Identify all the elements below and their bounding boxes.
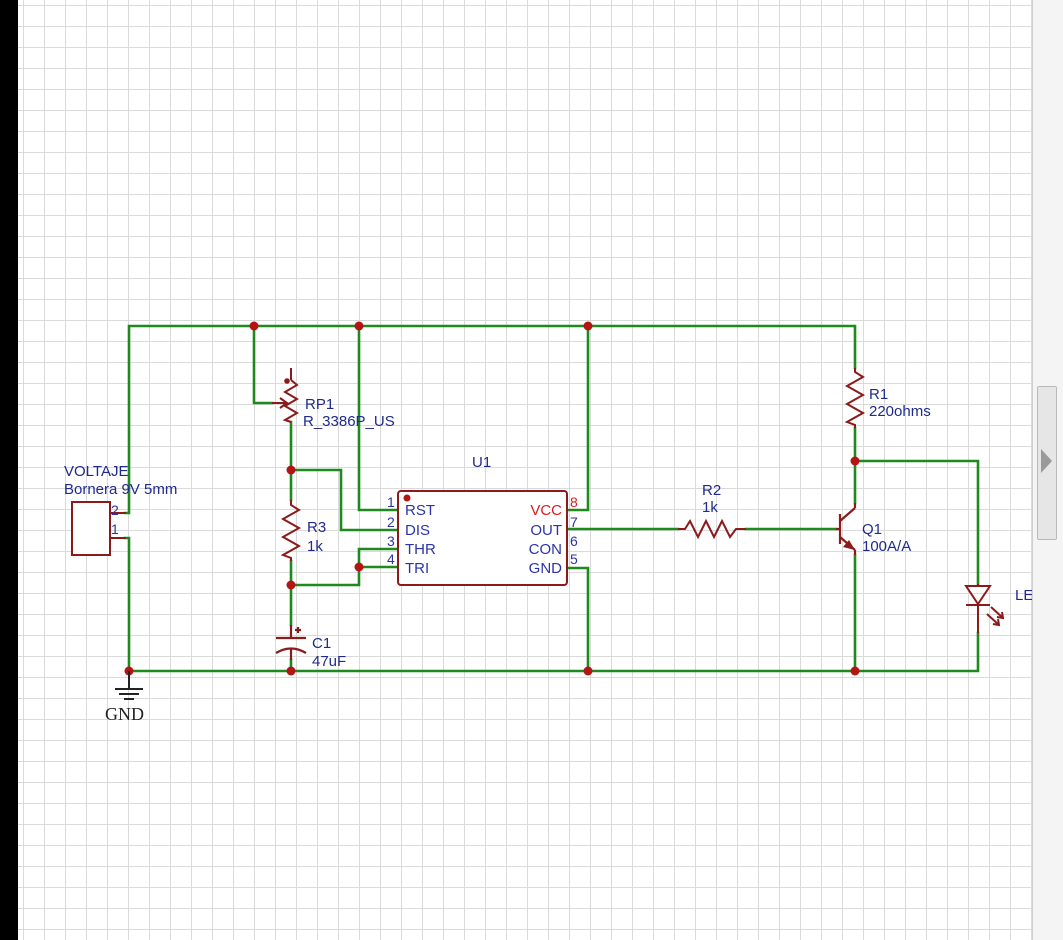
rp1-value: R_3386P_US bbox=[303, 413, 395, 430]
junction-dot bbox=[249, 321, 259, 331]
wires bbox=[123, 324, 980, 673]
j1-value: Bornera 9V 5mm bbox=[64, 481, 177, 498]
junction-dot bbox=[286, 666, 296, 676]
schematic-canvas[interactable] bbox=[18, 0, 1032, 940]
j1-pin-2: 2 bbox=[111, 502, 119, 518]
junction-dot bbox=[286, 465, 296, 475]
resistor-r1[interactable] bbox=[844, 368, 866, 428]
u1-pin-name: GND bbox=[529, 560, 563, 577]
r1-ref: R1 bbox=[869, 386, 888, 403]
ic-u1[interactable] bbox=[397, 490, 568, 586]
wire-rst bbox=[357, 324, 400, 512]
u1-pin-name: TRI bbox=[405, 560, 429, 577]
junctions bbox=[124, 321, 860, 676]
u1-pin-name: OUT bbox=[530, 522, 562, 539]
capacitor-c1[interactable] bbox=[275, 625, 307, 660]
u1-pin1-marker bbox=[403, 494, 411, 502]
r1-value: 220ohms bbox=[869, 403, 931, 420]
wire-dis bbox=[289, 468, 400, 532]
u1-pin-num: 5 bbox=[570, 551, 578, 567]
r2-value: 1k bbox=[702, 499, 718, 516]
potentiometer-rp1[interactable] bbox=[272, 368, 299, 423]
c1-value: 47uF bbox=[312, 653, 346, 670]
junction-dot bbox=[286, 580, 296, 590]
panel-toggle-button[interactable] bbox=[1037, 386, 1057, 540]
r3-value: 1k bbox=[307, 538, 323, 555]
c1-ref: C1 bbox=[312, 635, 331, 652]
j1-pin-1: 1 bbox=[111, 521, 119, 537]
u1-pin-num: 6 bbox=[570, 533, 578, 549]
u1-pin-num: 4 bbox=[387, 551, 395, 567]
rp1-ref: RP1 bbox=[305, 396, 334, 413]
q1-ref: Q1 bbox=[862, 521, 882, 538]
wire-vcc-pin bbox=[565, 324, 590, 512]
u1-pin-name: DIS bbox=[405, 522, 430, 539]
junction-dot bbox=[583, 321, 593, 331]
u1-pin-name: THR bbox=[405, 541, 436, 558]
schematic-drawing: VOLTAJE Bornera 9V 5mm 2 1 RP1 R_3386P_U… bbox=[64, 321, 1032, 724]
j1-ref: VOLTAJE bbox=[64, 463, 128, 480]
led-ref: LE bbox=[1015, 587, 1032, 604]
wire-rp1-top bbox=[252, 324, 274, 405]
resistor-r2[interactable] bbox=[678, 518, 746, 540]
junction-dot bbox=[850, 456, 860, 466]
u1-pin-num: 2 bbox=[387, 514, 395, 530]
u1-pin-num: 1 bbox=[387, 494, 395, 510]
r3-ref: R3 bbox=[307, 519, 326, 536]
junction-dot bbox=[354, 562, 364, 572]
wire-led-anode bbox=[853, 459, 980, 586]
wire-gnd-pin bbox=[565, 566, 590, 673]
u1-pin-num: 7 bbox=[570, 514, 578, 530]
wire-vcc-rail bbox=[123, 324, 857, 515]
r2-ref: R2 bbox=[702, 482, 721, 499]
led[interactable] bbox=[964, 584, 1005, 633]
u1-pin-name: CON bbox=[529, 541, 562, 558]
u1-pin-num: 8 bbox=[570, 494, 578, 510]
connector-j1[interactable] bbox=[71, 501, 126, 556]
q1-value: 100A/A bbox=[862, 538, 911, 555]
junction-dot bbox=[850, 666, 860, 676]
resistor-r3[interactable] bbox=[280, 500, 302, 561]
u1-pin-name: VCC bbox=[530, 502, 562, 519]
gnd-label: GND bbox=[105, 704, 144, 724]
q1-emitter-arrow bbox=[843, 540, 855, 550]
u1-pin-name: RST bbox=[405, 502, 435, 519]
gnd-symbol bbox=[115, 671, 143, 700]
junction-dot bbox=[583, 666, 593, 676]
u1-pin-num: 3 bbox=[387, 533, 395, 549]
chevron-right-icon bbox=[1041, 449, 1052, 473]
junction-dot bbox=[354, 321, 364, 331]
u1-ref: U1 bbox=[472, 454, 491, 471]
